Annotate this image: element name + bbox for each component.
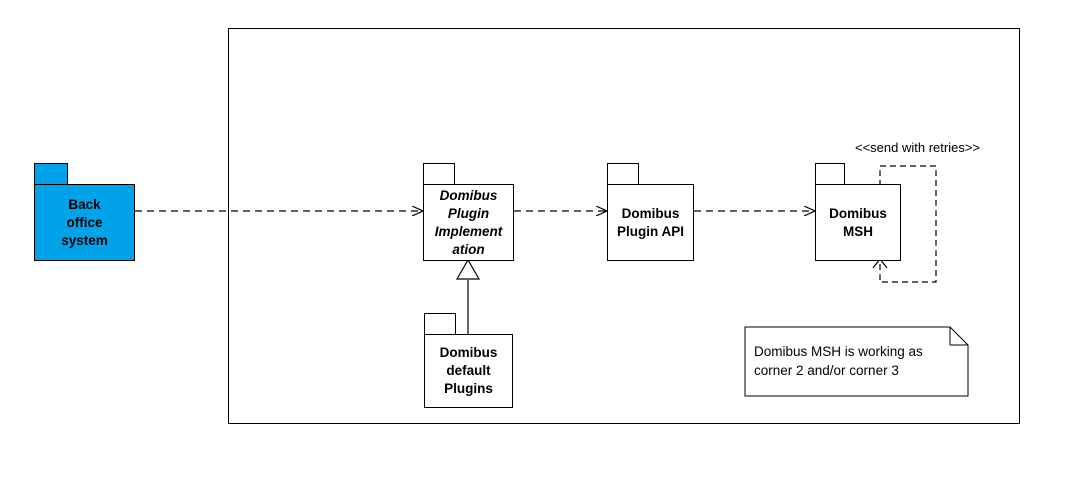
self-loop-send-with-retries [879,165,937,283]
msh-package-tab [815,163,845,185]
plugin-api-package[interactable]: Domibus Plugin API [607,184,694,261]
plugin-impl-line2: Plugin [447,205,490,221]
msh-line1: Domibus [829,205,887,221]
note-shape [744,326,969,397]
plugin-api-line2: Plugin API [617,223,684,239]
default-plugins-line1: Domibus [439,345,498,360]
plugin-impl-line1: Domibus [439,187,498,203]
default-plugins-package-tab [424,313,456,335]
plugin-api-line1: Domibus [621,205,680,221]
plugin-impl-line3: Implement [434,223,503,239]
generalization-triangle [455,258,481,280]
plugin-impl-package-tab [423,163,455,185]
default-plugins-package[interactable]: Domibus default Plugins [424,334,513,408]
back-office-package[interactable]: Back office system [34,184,135,261]
back-office-package-tab [34,163,68,185]
note-line1: Domibus MSH is working as [754,344,923,359]
self-loop-label: <<send with retries>> [855,140,981,155]
system-boundary-frame [228,28,1020,424]
msh-package[interactable]: Domibus MSH [815,184,901,261]
plugin-impl-line4: ation [452,241,485,257]
back-office-label: Back office system [61,196,108,248]
note: Domibus MSH is working as corner 2 and/o… [744,326,969,397]
plugin-api-package-tab [607,163,639,185]
note-line2: corner 2 and/or corner 3 [754,363,899,378]
msh-line2: MSH [843,223,873,239]
default-plugins-line2: default [446,363,491,378]
default-plugins-line3: Plugins [444,381,493,396]
plugin-impl-package[interactable]: Domibus Plugin Implement ation [423,184,514,261]
note-text: Domibus MSH is working as corner 2 and/o… [754,342,923,380]
